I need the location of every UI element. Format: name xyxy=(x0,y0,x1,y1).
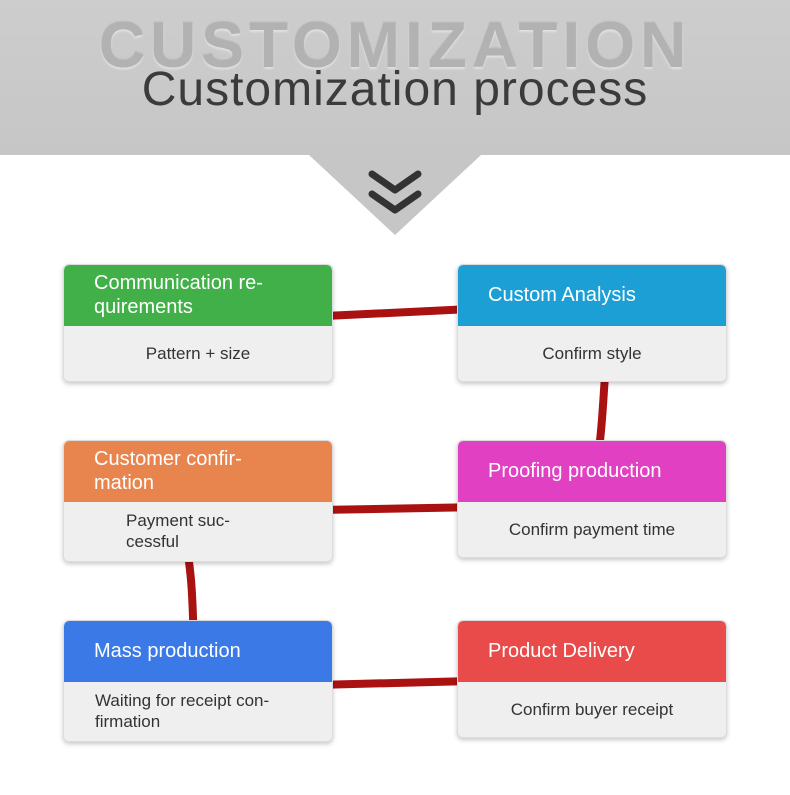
card-body-waiting-receipt-confirmation: Waiting for receipt con- firmation xyxy=(64,682,332,741)
card-product-delivery: Product Delivery Confirm buyer receipt xyxy=(457,620,727,738)
card-body-pattern-size: Pattern + size xyxy=(64,326,332,381)
card-header-custom-analysis: Custom Analysis xyxy=(458,265,726,326)
card-body-confirm-buyer-receipt: Confirm buyer receipt xyxy=(458,682,726,737)
card-header-proofing-production: Proofing production xyxy=(458,441,726,502)
card-header-customer-confirmation: Customer confir- mation xyxy=(64,441,332,502)
card-header-communication-requirements: Communication re- quirements xyxy=(64,265,332,326)
card-body-payment-successful: Payment suc- cessful xyxy=(64,502,332,561)
watermark-text: CUSTOMIZATION xyxy=(98,9,692,81)
card-custom-analysis: Custom Analysis Confirm style xyxy=(457,264,727,382)
card-customer-confirmation: Customer confir- mation Payment suc- ces… xyxy=(63,440,333,562)
card-header-product-delivery: Product Delivery xyxy=(458,621,726,682)
card-header-mass-production: Mass production xyxy=(64,621,332,682)
card-body-confirm-payment-time: Confirm payment time xyxy=(458,502,726,557)
card-proofing-production: Proofing production Confirm payment time xyxy=(457,440,727,558)
banner: CUSTOMIZATION Customization process xyxy=(0,0,790,155)
page-title: Customization process xyxy=(141,63,649,116)
card-mass-production: Mass production Waiting for receipt con-… xyxy=(63,620,333,742)
banner-pointer-triangle xyxy=(309,155,481,235)
double-down-chevron-icon xyxy=(368,170,422,218)
card-communication-requirements: Communication re- quirements Pattern + s… xyxy=(63,264,333,382)
card-body-confirm-style: Confirm style xyxy=(458,326,726,381)
